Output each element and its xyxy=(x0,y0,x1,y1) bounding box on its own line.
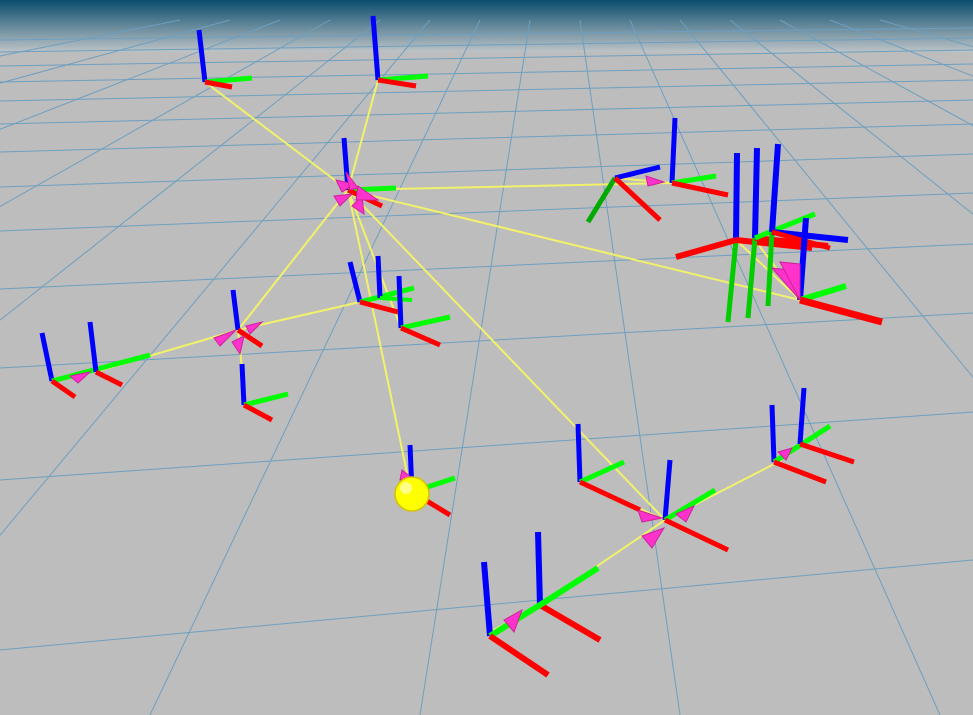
link-arrow-icon xyxy=(777,447,793,461)
floor-grid xyxy=(0,19,973,715)
coordinate-frame-icon xyxy=(797,217,883,326)
link-line xyxy=(237,189,349,331)
coordinate-frame-icon xyxy=(585,164,662,224)
link-line xyxy=(204,81,349,191)
link-arrow-icon xyxy=(68,371,92,384)
arrows-layer xyxy=(68,171,801,633)
link-line xyxy=(347,79,379,191)
link-arrow-icon xyxy=(355,185,380,201)
coordinate-frame-icon xyxy=(196,29,253,90)
coordinate-frame-icon xyxy=(347,261,415,315)
link-line xyxy=(347,189,409,479)
link-arrow-icon xyxy=(231,335,245,356)
coordinate-frame-icon xyxy=(797,387,855,465)
coordinate-frame-icon xyxy=(765,143,849,307)
coordinate-frame-icon xyxy=(662,459,730,553)
coordinate-frame-icon xyxy=(370,15,429,89)
coordinate-frame-icon xyxy=(675,152,813,323)
link-arrow-icon xyxy=(245,321,264,335)
link-arrow-icon xyxy=(503,608,523,633)
link-arrow-icon xyxy=(779,261,801,301)
link-arrow-icon xyxy=(345,171,359,191)
link-line xyxy=(347,189,801,301)
link-arrow-icon xyxy=(675,504,696,523)
coordinate-frame-icon xyxy=(230,289,264,349)
sphere-marker-icon[interactable] xyxy=(394,476,430,512)
coordinate-frame-icon xyxy=(575,423,642,513)
coordinate-frame-icon xyxy=(535,531,602,643)
link-arrow-icon xyxy=(637,509,664,523)
coordinate-frame-icon xyxy=(396,275,451,348)
link-arrow-icon xyxy=(645,175,666,187)
coordinate-frame-icon xyxy=(39,332,151,400)
coordinate-frame-icon xyxy=(87,321,124,388)
link-arrow-icon xyxy=(641,527,666,549)
coordinate-frame-icon xyxy=(669,117,729,198)
link-arrow-icon xyxy=(333,193,354,207)
coordinate-frame-icon xyxy=(375,255,413,302)
link-line xyxy=(347,189,402,329)
sky-horizon xyxy=(0,0,973,52)
link-arrow-icon xyxy=(213,329,237,347)
frames-layer xyxy=(39,15,883,678)
coordinate-frame-icon xyxy=(239,363,289,423)
